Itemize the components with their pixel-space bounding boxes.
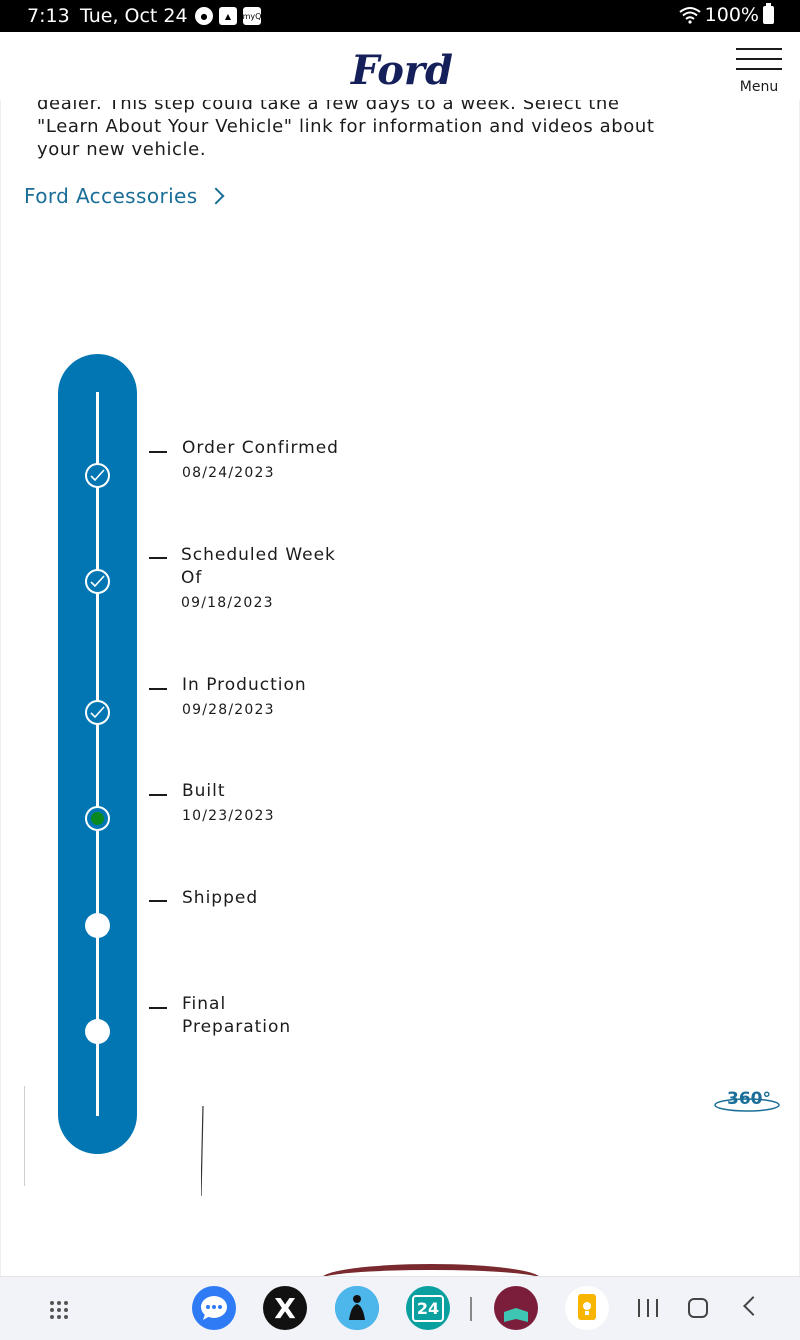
step-title-built: Built [182,781,226,801]
ford-accessories-label: Ford Accessories [24,184,198,208]
status-time: 7:13 [27,5,70,27]
check-icon [90,575,105,588]
step-dash [149,794,167,796]
step-node-shipped [85,913,110,938]
android-nav-bar: X 24 [0,1276,800,1340]
kindle-app-icon[interactable] [335,1286,379,1330]
ford-logo-text: Ford [350,47,453,94]
wifi-icon [679,7,701,24]
step-date-order-confirmed: 08/24/2023 [182,465,275,481]
hamburger-icon-line [736,68,782,70]
menu-label: Menu [739,79,779,95]
360-view-icon[interactable]: 360° [713,1088,781,1114]
step-dash [149,900,167,902]
step-node-in-production [85,700,110,725]
step-date-in-production: 09/28/2023 [182,702,275,718]
calendar-app-icon[interactable]: 24 [406,1286,450,1330]
recent-apps-button[interactable] [638,1299,658,1317]
step-date-scheduled: 09/18/2023 [181,595,274,611]
messages-app-icon[interactable] [192,1286,236,1330]
vehicle-viewer[interactable] [24,1086,784,1186]
battery-percent: 100% [704,4,759,26]
vehicle-image-edge [200,1105,204,1197]
shield-icon: ● [195,7,213,25]
step-title-final-preparation: Final Preparation [182,994,292,1037]
calendar-day: 24 [411,1294,445,1322]
step-node-order-confirmed [85,463,110,488]
check-icon [90,706,105,719]
step-node-scheduled [85,569,110,594]
check-icon [90,469,105,482]
main-content: dealer. This step could take a few days … [0,100,800,1276]
status-date: Tue, Oct 24 [80,5,188,27]
order-tracker [58,354,137,1154]
intro-text: dealer. This step could take a few days … [37,100,697,161]
intro-line-2: "Learn About Your Vehicle" link for info… [37,116,655,137]
step-dash [149,1007,167,1009]
tracker-line [96,392,99,1116]
vehicle-image [321,1264,541,1276]
myq-icon: myQ [243,7,261,25]
app-drawer-icon[interactable] [50,1301,68,1319]
keep-notes-app-icon[interactable] [565,1286,609,1330]
site-header: Ford Menu [0,32,800,100]
step-node-built [85,806,110,831]
notification-icons: ● ▲ myQ [195,7,261,25]
status-bar: 7:13 Tue, Oct 24 ● ▲ myQ 100% [0,0,800,32]
hamburger-icon-line [736,58,782,60]
hamburger-icon [736,48,782,50]
step-dash [149,557,167,559]
menu-button[interactable]: Menu [732,46,786,96]
chevron-right-icon [207,187,225,205]
step-date-built: 10/23/2023 [182,808,275,824]
step-title-in-production: In Production [182,675,307,695]
intro-line-1: dealer. This step could take a few days … [37,100,620,114]
intro-line-3: your new vehicle. [37,139,207,160]
status-right: 100% [679,3,774,26]
x-app-icon[interactable]: X [263,1286,307,1330]
dock-divider [470,1297,472,1321]
step-dash [149,688,167,690]
step-title-order-confirmed: Order Confirmed [182,438,339,458]
image-icon: ▲ [219,7,237,25]
step-title-shipped: Shipped [182,888,259,908]
step-dash [149,451,167,453]
ford-accessories-link[interactable]: Ford Accessories [24,184,225,208]
battery-icon [763,3,774,24]
step-title-scheduled: Scheduled Week Of [181,545,336,588]
x-app-label: X [274,1291,296,1325]
back-button[interactable] [743,1296,763,1316]
step-node-final-preparation [85,1019,110,1044]
book-app-icon[interactable] [494,1286,538,1330]
home-button[interactable] [688,1298,708,1318]
ford-logo[interactable]: Ford [340,44,464,96]
